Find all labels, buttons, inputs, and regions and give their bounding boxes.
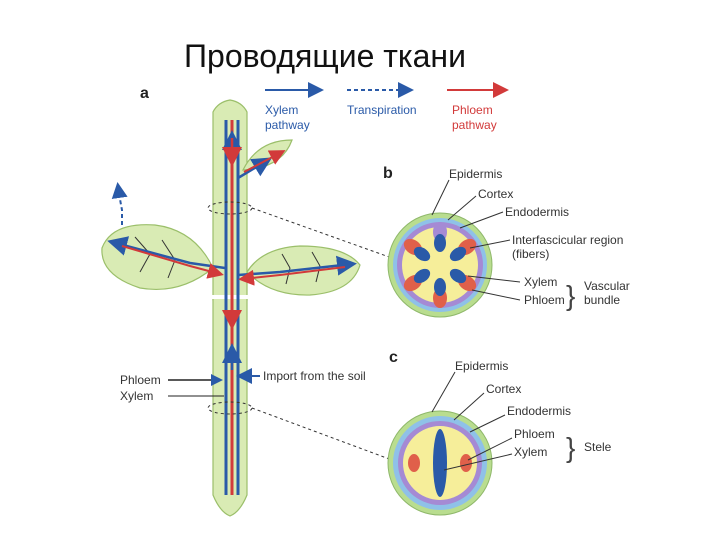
b-endodermis-label: Endodermis	[505, 205, 569, 219]
c-phloem-right	[460, 454, 472, 472]
c-phloem-label: Phloem	[514, 427, 555, 441]
legend-transpiration-label: Transpiration	[347, 103, 417, 117]
b-vascular-label: Vascular	[584, 279, 630, 293]
legend-xylem-label: Xylem	[265, 103, 298, 117]
c-phloem-left	[408, 454, 420, 472]
stem-xylem-label: Xylem	[120, 389, 153, 403]
vascular-bundles	[403, 222, 477, 308]
plant	[101, 99, 393, 517]
b-fibers-label: (fibers)	[512, 247, 549, 261]
c-endodermis-label: Endodermis	[507, 404, 571, 418]
c-stele-label: Stele	[584, 440, 612, 454]
leaf-top	[242, 139, 293, 171]
stem-phloem-label: Phloem	[120, 373, 161, 387]
legend: Xylem pathway Transpiration Phloem pathw…	[265, 82, 509, 132]
legend-xylem-label-2: pathway	[265, 118, 310, 132]
panel-b-label: b	[383, 165, 393, 182]
b-xylem-label: Xylem	[524, 275, 557, 289]
b-interfascicular-label: Interfascicular region	[512, 233, 623, 247]
panel-a-label: a	[140, 85, 149, 102]
legend-phloem-label-2: pathway	[452, 118, 497, 132]
c-xylem-label: Xylem	[514, 445, 547, 459]
b-epidermis-label: Epidermis	[449, 167, 502, 181]
c-epidermis-label: Epidermis	[455, 359, 508, 373]
phloem-from-left-leaf	[121, 245, 224, 279]
stem-root	[212, 296, 248, 517]
import-label: Import from the soil	[263, 369, 366, 383]
c-xylem	[433, 429, 447, 497]
transpiration-arrow	[111, 182, 128, 225]
cross-section-shoot	[387, 179, 521, 318]
slide-title: Проводящие ткани	[184, 38, 466, 74]
b-cortex-label: Cortex	[478, 187, 513, 201]
phloem-top-leaf	[243, 150, 286, 173]
svg-text:}: }	[566, 280, 575, 311]
phloem-from-right-leaf	[238, 266, 346, 286]
stem-shoot	[212, 99, 248, 301]
svg-text:}: }	[566, 432, 575, 463]
b-bundle-label: bundle	[584, 293, 620, 307]
legend-phloem-label: Phloem	[452, 103, 493, 117]
panel-c-label: c	[389, 349, 398, 366]
c-cortex-label: Cortex	[486, 382, 521, 396]
b-phloem-label: Phloem	[524, 293, 565, 307]
cross-section-root	[387, 371, 513, 516]
